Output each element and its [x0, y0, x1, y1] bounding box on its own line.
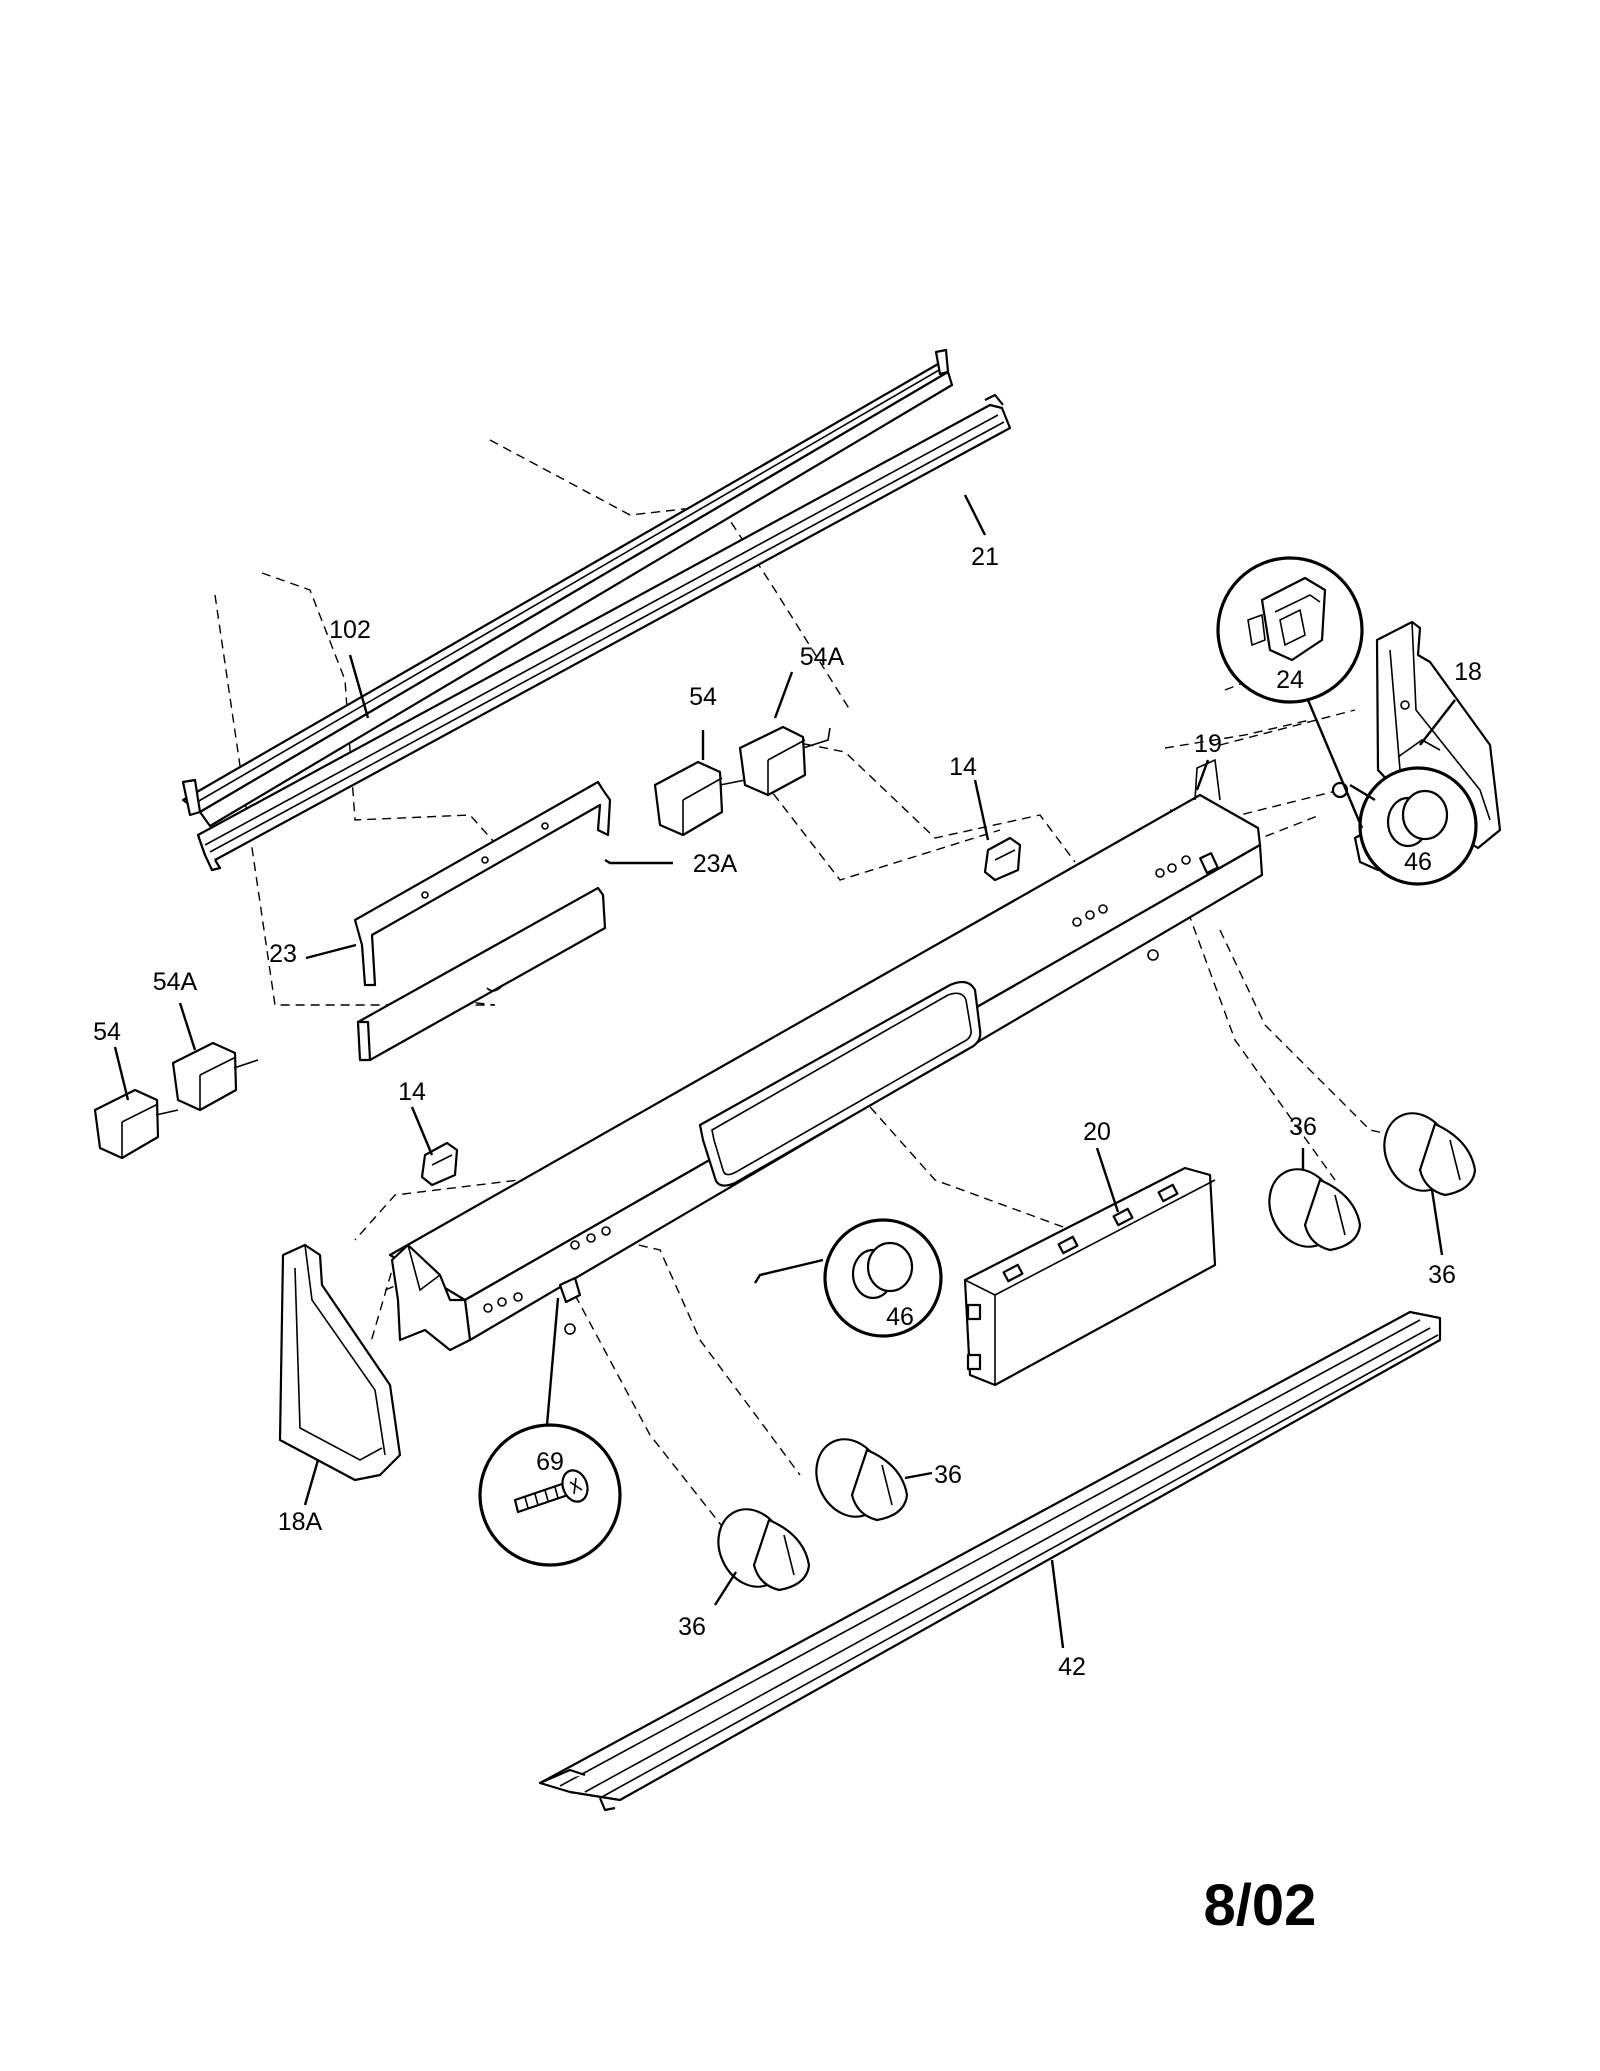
- callout-labels: 102 21 54A 54 14 19 18 24 23A 23 54A 54 …: [93, 543, 1482, 1681]
- part-14-clip-left: [420, 1141, 459, 1187]
- date-code: 8/02: [1204, 1873, 1317, 1938]
- part-102-top-rail: [181, 348, 954, 828]
- callout-36-a: 36: [1289, 1113, 1317, 1141]
- callout-36-d: 36: [678, 1613, 706, 1641]
- callout-18a: 18A: [278, 1508, 323, 1536]
- part-14-clip-top: [983, 836, 1022, 882]
- detail-circle-46-right: [1358, 766, 1478, 886]
- part-36-knob-center: [815, 1438, 909, 1522]
- detail-circle-24: [1216, 556, 1364, 704]
- part-69-screw-small: [558, 1276, 582, 1304]
- callout-24: 24: [1276, 666, 1304, 694]
- part-54a-switch-left: [171, 1041, 259, 1112]
- part-54-switch-left: [93, 1088, 179, 1160]
- callout-46-center: 46: [886, 1303, 914, 1331]
- callout-21: 21: [971, 543, 999, 571]
- part-54-switch-top: [653, 760, 751, 837]
- part-36-knob-bottom: [717, 1508, 811, 1592]
- callout-54a-top: 54A: [800, 643, 845, 671]
- callout-36-b: 36: [1428, 1261, 1456, 1289]
- part-36-knob-right-b: [1383, 1112, 1477, 1197]
- part-36-knob-right-a: [1268, 1168, 1362, 1252]
- callout-54a-left: 54A: [153, 968, 198, 996]
- callout-42: 42: [1058, 1653, 1086, 1681]
- part-18a-left-end-cap: [278, 1243, 402, 1482]
- callout-23a: 23A: [693, 850, 738, 878]
- part-42-bottom-trim: [538, 1310, 1442, 1812]
- callout-46-right: 46: [1404, 848, 1432, 876]
- part-20-control-board: [963, 1166, 1217, 1387]
- callout-54-top: 54: [689, 683, 717, 711]
- callout-14-left: 14: [398, 1078, 426, 1106]
- part-21-channel-rail: [196, 393, 1012, 872]
- part-54a-switch-top: [738, 725, 831, 797]
- callout-69: 69: [536, 1448, 564, 1476]
- detail-circle-69: [478, 1423, 622, 1567]
- part-19-console-body: [388, 758, 1264, 1352]
- callout-18: 18: [1454, 658, 1482, 686]
- callout-102: 102: [329, 616, 371, 644]
- callout-36-c: 36: [934, 1461, 962, 1489]
- callout-54-left: 54: [93, 1018, 121, 1046]
- part-23a-plate: [356, 886, 607, 1062]
- callout-14-top: 14: [949, 753, 977, 781]
- callout-20: 20: [1083, 1118, 1111, 1146]
- detail-circle-46-center: [823, 1218, 943, 1338]
- part-23-bracket: [353, 780, 612, 987]
- callout-23: 23: [269, 940, 297, 968]
- leader-lines: [113, 494, 1456, 1649]
- callout-19: 19: [1194, 730, 1222, 758]
